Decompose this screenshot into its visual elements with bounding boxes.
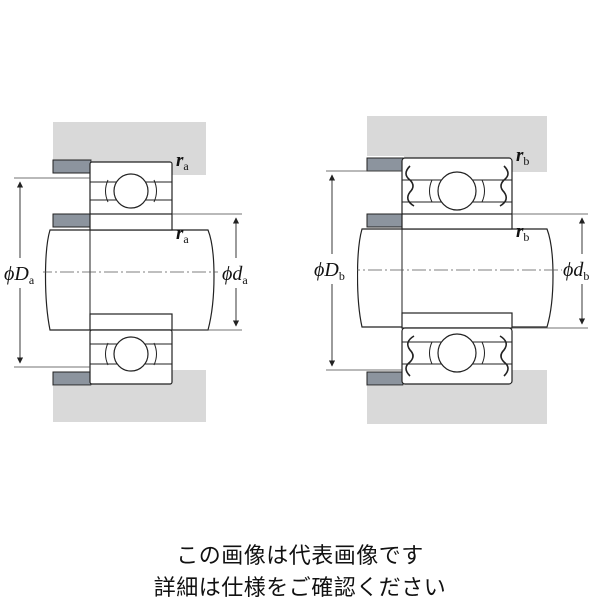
left-spacer-top-inner — [52, 213, 92, 228]
left-bearing-top-section — [89, 161, 173, 216]
right-bearing-bottom-section — [401, 327, 513, 385]
left-ball-top — [113, 173, 149, 209]
right-r-label-top: rb — [516, 145, 529, 168]
right-dim-d-label: ϕdb — [563, 259, 589, 283]
left-spacer-top-outer — [52, 159, 92, 174]
right-bearing-top-section — [401, 157, 513, 217]
right-inner-ring-top — [401, 213, 513, 230]
right-inner-ring-bottom — [401, 312, 513, 329]
left-inner-ring-top — [89, 213, 173, 231]
caption-representative-image: この画像は代表画像です — [176, 544, 424, 569]
right-spacer-top-inner — [366, 213, 404, 228]
left-r-label-inner: ra — [176, 223, 189, 246]
right-seal-top-left — [405, 165, 415, 207]
right-seal-bottom-left — [405, 335, 415, 377]
right-bearing-assembly: ϕDb ϕdb rb rb — [313, 116, 600, 424]
right-spacer-top-outer — [366, 157, 404, 172]
right-housing-bottom — [367, 370, 547, 424]
caption-check-specifications: 詳細は仕様をご確認ください — [153, 576, 447, 601]
left-housing-bottom — [53, 370, 206, 422]
left-r-label-top: ra — [176, 150, 189, 173]
right-shaft — [356, 228, 554, 328]
left-bearing-bottom-section — [89, 329, 173, 385]
left-spacer-bottom-outer — [52, 371, 92, 386]
right-ball-bottom — [437, 333, 477, 373]
left-bearing-assembly: ϕDa ϕda ra ra — [3, 122, 262, 422]
right-spacer-bottom-outer — [366, 371, 404, 386]
right-seal-top-right — [499, 165, 509, 207]
left-dim-d-label: ϕda — [222, 263, 248, 287]
left-ball-bottom — [113, 336, 149, 372]
left-dim-D-label: ϕDa — [4, 263, 35, 287]
right-r-label-inner: rb — [516, 221, 529, 244]
right-ball-top — [437, 171, 477, 211]
left-inner-ring-bottom — [89, 313, 173, 331]
right-seal-bottom-right — [499, 335, 509, 377]
right-dim-D-label: ϕDb — [314, 259, 345, 283]
